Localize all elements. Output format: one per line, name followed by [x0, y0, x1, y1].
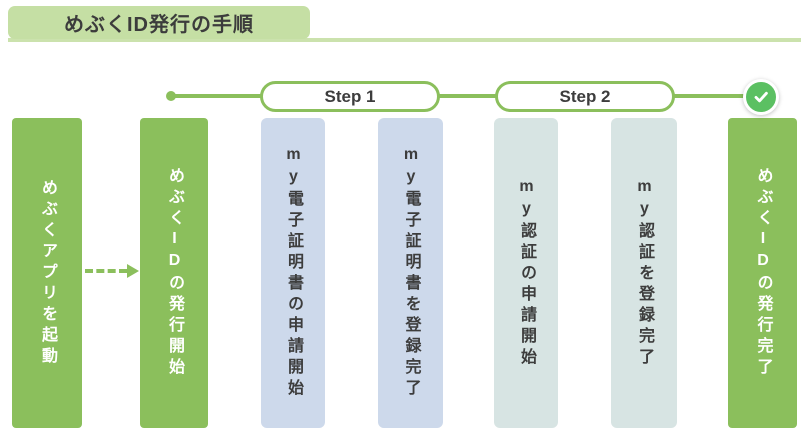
step1-label: Step 1 [324, 86, 376, 106]
step-column-cert-apply-start: my電子証明書の申請開始 [261, 118, 325, 428]
checkmark-icon [743, 79, 779, 115]
step-column-cert-register-done: my電子証明書を登録完了 [378, 118, 443, 428]
header-underline [8, 38, 801, 42]
step2-label: Step 2 [559, 86, 611, 106]
dashed-arrow-head [127, 264, 139, 278]
step-column-auth-apply-start: my認証の申請開始 [494, 118, 558, 428]
step-column-label: my認証の申請開始 [518, 177, 535, 369]
step-column-id-issue-done: めぶくIDの発行完了 [728, 118, 797, 428]
step-column-id-issue-start: めぶくIDの発行開始 [140, 118, 208, 428]
step-column-label: my電子証明書の申請開始 [285, 146, 302, 400]
step-column-auth-register-done: my認証を登録完了 [611, 118, 677, 428]
step2-pill: Step 2 [495, 81, 675, 112]
step-column-label: my認証を登録完了 [636, 177, 653, 369]
page-title: めぶくID発行の手順 [64, 14, 254, 36]
dashed-arrow-line [85, 269, 127, 273]
step-column-label: めぶくIDの発行開始 [166, 167, 183, 379]
step-column-label: my電子証明書を登録完了 [402, 146, 420, 400]
timeline-start-dot [166, 91, 176, 101]
step-column-launch-app: めぶくアプリを起動 [12, 118, 82, 428]
step-column-label: めぶくIDの発行完了 [754, 167, 772, 379]
step1-pill: Step 1 [260, 81, 440, 112]
header-banner: めぶくID発行の手順 [8, 6, 310, 39]
timeline-line [171, 94, 746, 98]
step-column-label: めぶくアプリを起動 [39, 178, 56, 368]
